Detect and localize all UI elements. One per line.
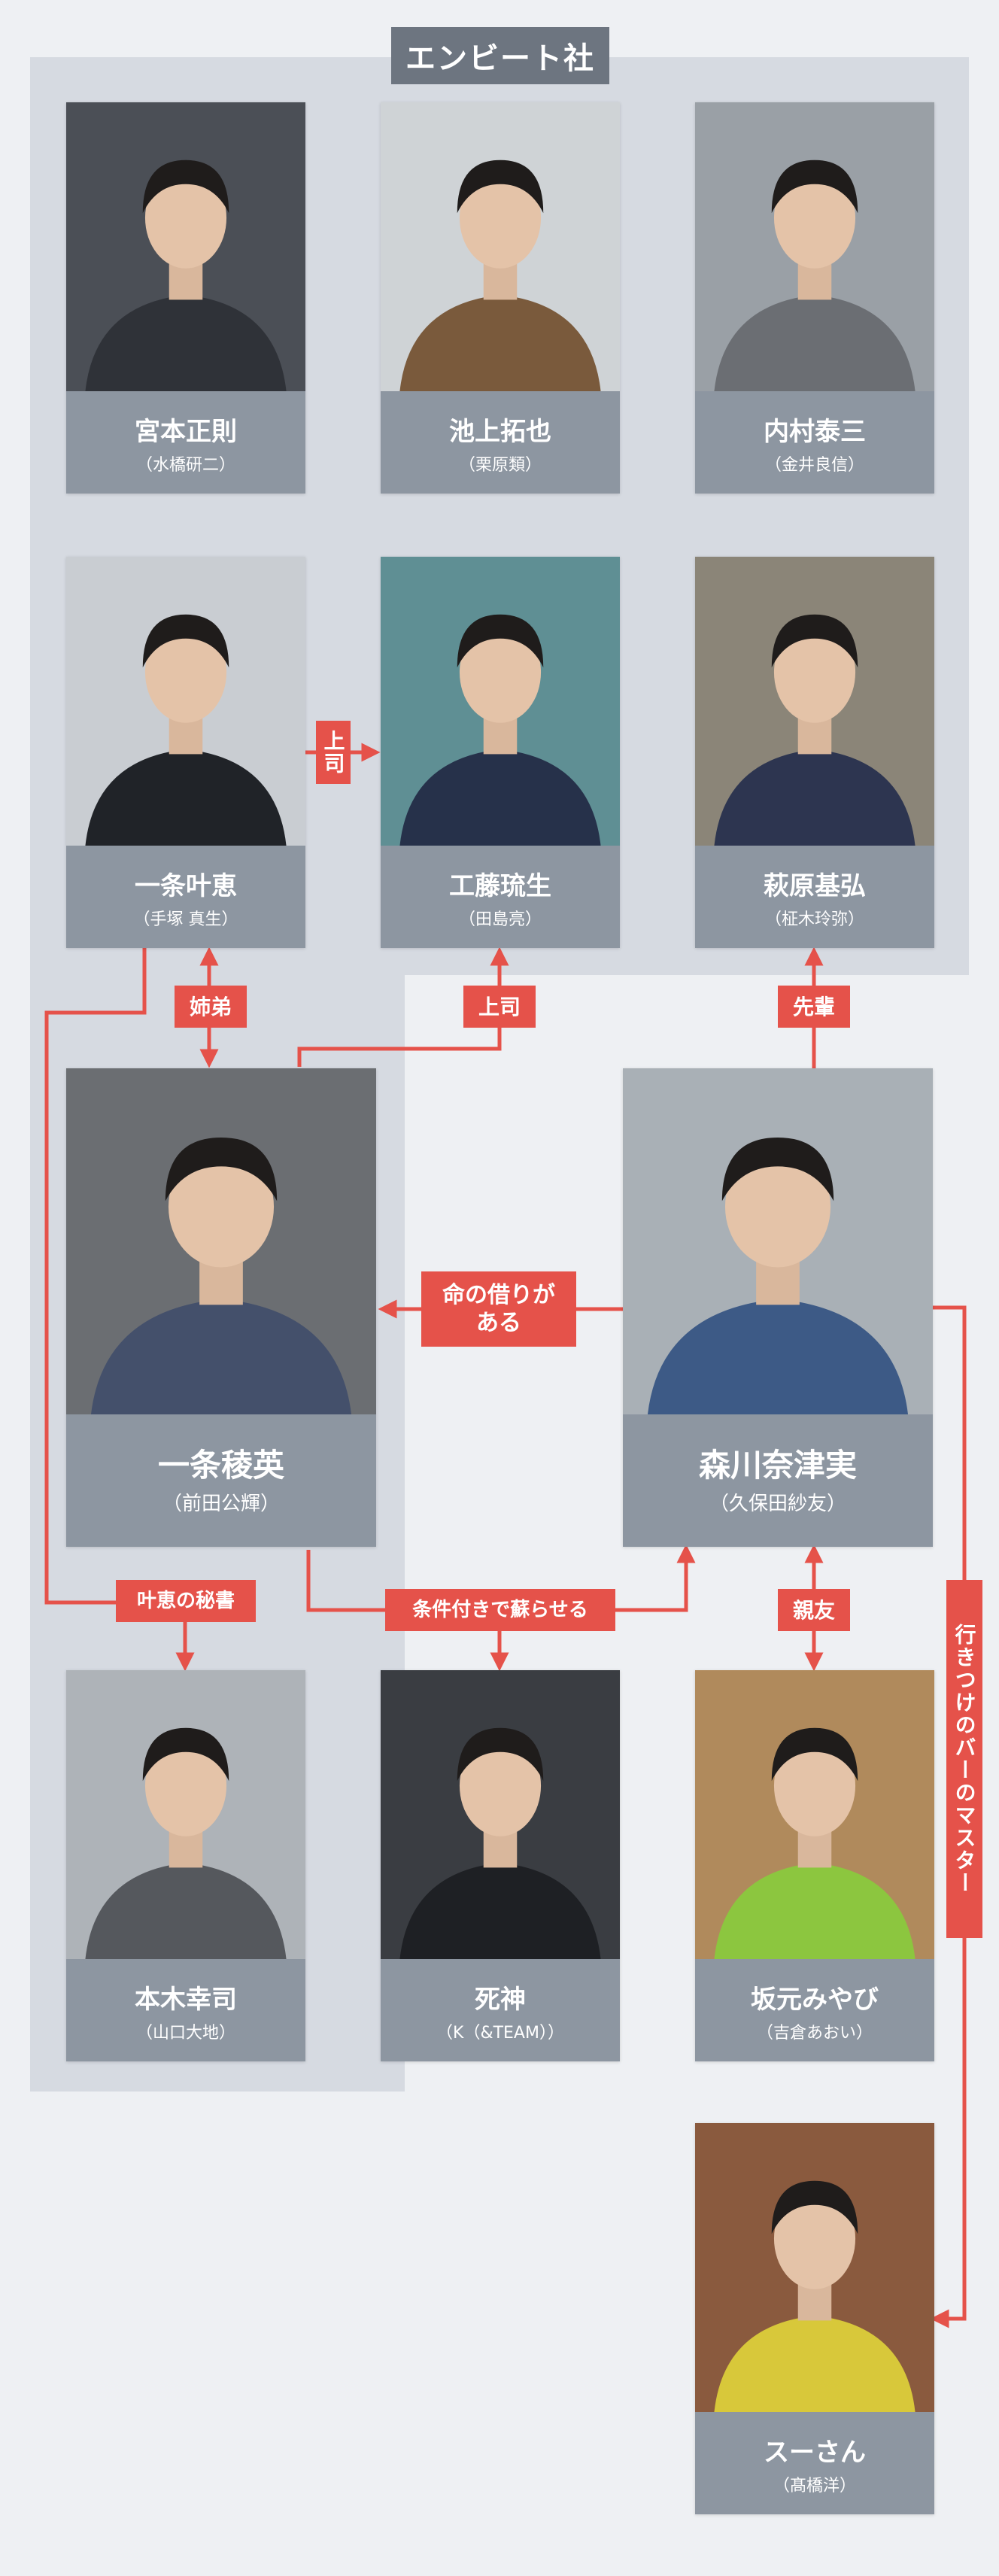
portrait-placeholder-icon	[66, 1068, 376, 1414]
character-name: 坂元みやび	[695, 1979, 934, 2016]
portrait-placeholder-icon	[695, 2123, 934, 2412]
character-photo	[695, 2123, 934, 2412]
character-photo	[695, 557, 934, 846]
relation-label-siblings: 姉弟	[175, 986, 247, 1028]
character-photo	[66, 102, 305, 391]
portrait-placeholder-icon	[381, 557, 620, 846]
name-plate: 工藤琉生 （田島亮）	[381, 846, 620, 948]
character-photo	[66, 557, 305, 846]
character-name: 森川奈津実	[623, 1440, 933, 1486]
character-photo	[695, 1670, 934, 1959]
character-photo	[66, 1068, 376, 1414]
relation-label-secretary: 叶恵の秘書	[116, 1580, 256, 1622]
character-name: 本木幸司	[66, 1979, 305, 2016]
actor-name: （柾木玲弥）	[695, 906, 934, 930]
character-name: 工藤琉生	[381, 865, 620, 902]
character-name: 池上拓也	[381, 411, 620, 448]
actor-name: （久保田紗友）	[623, 1488, 933, 1516]
portrait-placeholder-icon	[623, 1068, 933, 1414]
character-card-shinigami: 死神 （K（&TEAM））	[381, 1670, 620, 2061]
character-name: 一条叶恵	[66, 865, 305, 902]
portrait-placeholder-icon	[381, 1670, 620, 1959]
actor-name: （山口大地）	[66, 2019, 305, 2043]
character-name: 宮本正則	[66, 411, 305, 448]
character-name: 内村泰三	[695, 411, 934, 448]
actor-name: （髙橋洋）	[695, 2472, 934, 2496]
actor-name: （吉倉あおい）	[695, 2019, 934, 2043]
relation-label-bar-master: 行きつけのバーのマスター	[946, 1580, 982, 1938]
name-plate: 一条叶恵 （手塚 真生）	[66, 846, 305, 948]
name-plate: 池上拓也 （栗原類）	[381, 391, 620, 494]
character-card-miyamoto: 宮本正則 （水橋研二）	[66, 102, 305, 494]
character-photo	[381, 102, 620, 391]
character-photo	[695, 102, 934, 391]
name-plate: 萩原基弘 （柾木玲弥）	[695, 846, 934, 948]
portrait-placeholder-icon	[66, 557, 305, 846]
character-card-hagiwara: 萩原基弘 （柾木玲弥）	[695, 557, 934, 948]
name-plate: 内村泰三 （金井良信）	[695, 391, 934, 494]
relation-label-kanae-to-kudo: 上司	[316, 721, 351, 784]
character-photo	[66, 1670, 305, 1959]
relation-label-senpai: 先輩	[778, 986, 850, 1028]
portrait-placeholder-icon	[66, 102, 305, 391]
character-card-ichijo-ryoei: 一条稜英（前田公輝）	[66, 1068, 376, 1547]
character-card-kudo: 工藤琉生 （田島亮）	[381, 557, 620, 948]
actor-name: （水橋研二）	[66, 451, 305, 475]
name-plate: スーさん （髙橋洋）	[695, 2412, 934, 2514]
actor-name: （田島亮）	[381, 906, 620, 930]
character-name: 萩原基弘	[695, 865, 934, 902]
relation-label-revive: 条件付きで蘇らせる	[385, 1589, 615, 1631]
portrait-placeholder-icon	[695, 102, 934, 391]
character-card-su-san: スーさん （髙橋洋）	[695, 2123, 934, 2514]
name-plate: 宮本正則 （水橋研二）	[66, 391, 305, 494]
portrait-placeholder-icon	[695, 1670, 934, 1959]
portrait-placeholder-icon	[66, 1670, 305, 1959]
character-card-ichijo-kanae: 一条叶恵 （手塚 真生）	[66, 557, 305, 948]
character-photo	[623, 1068, 933, 1414]
character-card-sakamoto: 坂元みやび （吉倉あおい）	[695, 1670, 934, 2061]
name-plate: 一条稜英（前田公輝）	[66, 1414, 376, 1547]
portrait-placeholder-icon	[695, 557, 934, 846]
character-card-motoki: 本木幸司 （山口大地）	[66, 1670, 305, 2061]
portrait-placeholder-icon	[381, 102, 620, 391]
character-name: 一条稜英	[66, 1440, 376, 1486]
actor-name: （栗原類）	[381, 451, 620, 475]
name-plate: 坂元みやび （吉倉あおい）	[695, 1959, 934, 2061]
character-card-uchimura: 内村泰三 （金井良信）	[695, 102, 934, 494]
character-photo	[381, 557, 620, 846]
actor-name: （金井良信）	[695, 451, 934, 475]
character-name: スーさん	[695, 2432, 934, 2468]
name-plate: 死神 （K（&TEAM））	[381, 1959, 620, 2061]
relation-label-best-friend: 親友	[778, 1589, 850, 1631]
character-card-ikegami: 池上拓也 （栗原類）	[381, 102, 620, 494]
character-photo	[381, 1670, 620, 1959]
character-card-morikawa: 森川奈津実（久保田紗友）	[623, 1068, 933, 1547]
relation-label-debt: 命の借りがある	[421, 1271, 576, 1347]
name-plate: 森川奈津実（久保田紗友）	[623, 1414, 933, 1547]
actor-name: （手塚 真生）	[66, 906, 305, 930]
actor-name: （K（&TEAM））	[381, 2019, 620, 2043]
actor-name: （前田公輝）	[66, 1488, 376, 1516]
name-plate: 本木幸司 （山口大地）	[66, 1959, 305, 2061]
character-name: 死神	[381, 1979, 620, 2016]
relation-label-ryoei-to-kudo: 上司	[463, 986, 536, 1028]
